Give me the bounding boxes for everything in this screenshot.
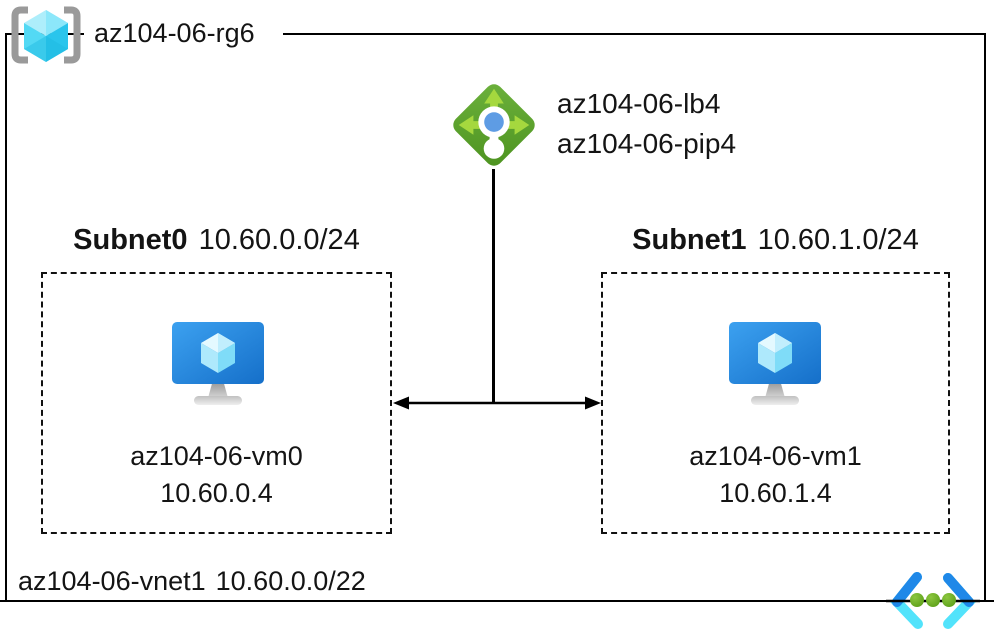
subnet0-box — [41, 272, 392, 534]
subnet0-name: Subnet0 — [73, 224, 188, 256]
vm-base — [751, 396, 799, 405]
lb-pin — [478, 106, 510, 159]
vm-stand — [208, 380, 228, 398]
resource-group-cube — [24, 10, 68, 62]
vm1-virtual-machine-icon — [729, 322, 821, 405]
lb-connector-line — [492, 169, 495, 403]
subnet1-cidr: 10.60.1.0/24 — [757, 224, 919, 256]
vm0-ip: 10.60.0.4 — [160, 478, 273, 508]
vnet-name: az104-06-vnet1 — [18, 566, 206, 596]
virtual-network-icon — [886, 572, 980, 629]
load-balancer-name: az104-06-lb4 — [557, 88, 721, 119]
vnet-dots — [910, 593, 956, 607]
load-balancer-icon — [453, 84, 535, 166]
vm1-labels: az104-06-vm1 10.60.1.4 — [601, 438, 950, 512]
resource-group-label: az104-06-rg6 — [84, 13, 283, 53]
subnet1-name: Subnet1 — [632, 224, 747, 256]
subnet0-title: Subnet0 10.60.0.0/24 — [41, 222, 392, 258]
resource-group-bottom-border — [0, 600, 994, 602]
vm1-name: az104-06-vm1 — [689, 441, 862, 471]
vm-stand — [765, 380, 785, 398]
bracket-left-icon — [11, 6, 28, 64]
vm0-name: az104-06-vm0 — [130, 441, 303, 471]
vm-base — [194, 396, 242, 405]
resource-group-border — [5, 33, 986, 600]
public-ip-name: az104-06-pip4 — [557, 128, 737, 159]
load-balancer-labels: az104-06-lb4 az104-06-pip4 — [557, 84, 736, 164]
lb-blue-dot — [484, 112, 504, 132]
vnet-label: az104-06-vnet1 10.60.0.0/22 — [18, 564, 366, 598]
vm0-virtual-machine-icon — [172, 322, 264, 405]
resource-group-icon — [11, 6, 81, 64]
vm-cube — [201, 333, 235, 373]
bracket-right-icon — [64, 6, 81, 64]
bidirectional-arrow — [393, 396, 601, 410]
subnet1-title: Subnet1 10.60.1.0/24 — [601, 222, 950, 258]
subnet1-box — [601, 272, 950, 534]
subnet0-cidr: 10.60.0.0/24 — [198, 224, 360, 256]
vnet-cidr: 10.60.0.0/22 — [215, 566, 366, 596]
vm0-labels: az104-06-vm0 10.60.0.4 — [41, 438, 392, 512]
vm1-ip: 10.60.1.4 — [719, 478, 832, 508]
vm-cube — [758, 333, 792, 373]
